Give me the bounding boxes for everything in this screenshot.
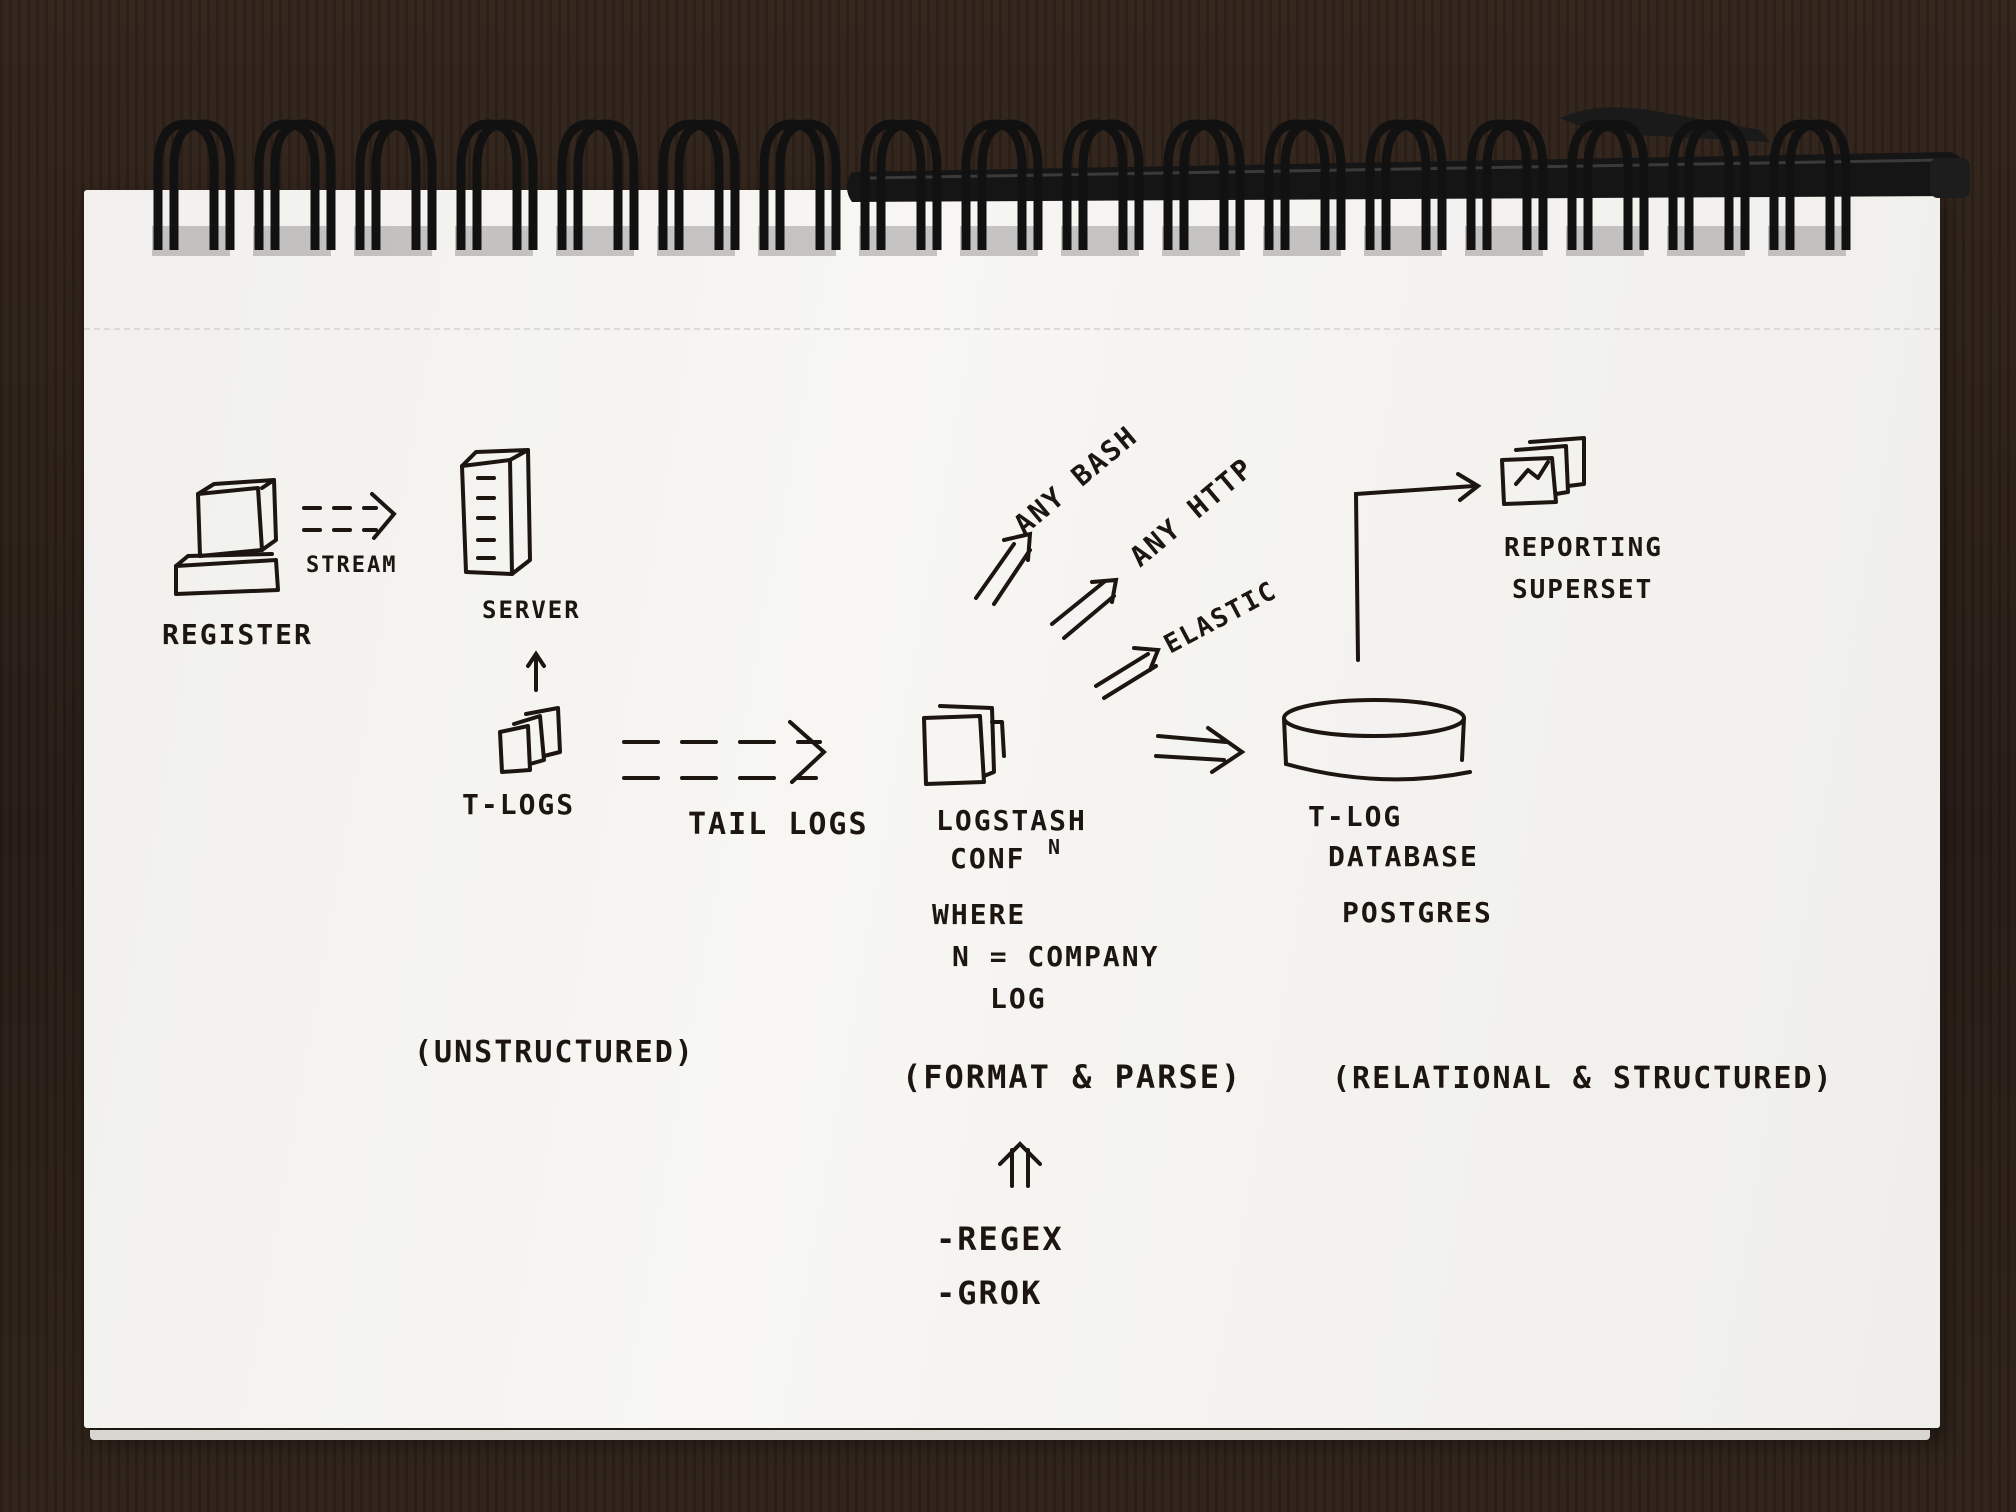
page-stack-edge: [90, 1430, 1930, 1440]
any-http-label: ANY HTTP: [1123, 451, 1260, 573]
spiral-coil: [1364, 119, 1447, 256]
spiral-coil: [1162, 119, 1245, 256]
any-bash-label: ANY BASH: [1007, 419, 1144, 541]
spiral-coil: [556, 119, 639, 256]
server-label: SERVER: [482, 596, 581, 624]
spiral-coil: [859, 119, 942, 256]
spiral-coil: [455, 119, 538, 256]
tail-logs-label: TAIL LOGS: [688, 807, 869, 842]
superset-label: SUPERSET: [1512, 575, 1653, 605]
register-label: REGISTER: [162, 618, 313, 651]
tail-logs-arrow: [622, 720, 827, 784]
spiral-coil: [960, 119, 1043, 256]
spiral-coil: [354, 119, 437, 256]
perforation-line: [84, 328, 1940, 330]
logstash-label: LOGSTASH: [936, 804, 1087, 837]
notebook-page: [84, 190, 1940, 1428]
spiral-coil: [1667, 119, 1750, 256]
logstash-conf-label: CONF: [950, 842, 1025, 875]
spiral-coil: [1566, 119, 1649, 256]
reporting-chart-icon: [1500, 436, 1586, 506]
elastic-label: ELASTIC: [1159, 576, 1282, 661]
postgres-label: POSTGRES: [1342, 896, 1493, 929]
regex-label: -REGEX: [936, 1220, 1064, 1258]
t-logs-icon: [498, 706, 562, 774]
up-arrow: [526, 650, 546, 692]
reporting-label: REPORTING: [1504, 533, 1663, 563]
database-icon: [1282, 698, 1472, 782]
spiral-coil: [1465, 119, 1548, 256]
server-icon: [460, 448, 532, 576]
spiral-coil: [1263, 119, 1346, 256]
regex-up-arrow: [998, 1141, 1042, 1188]
spiral-coil: [758, 119, 841, 256]
grok-label: -GROK: [936, 1274, 1042, 1312]
format-parse-label: (FORMAT & PARSE): [902, 1058, 1242, 1096]
db-to-reporting-arrow: [1353, 472, 1482, 662]
logstash-icon: [922, 704, 1006, 786]
n-equals-label: N = COMPANY: [952, 940, 1159, 973]
spiral-coil: [1768, 119, 1851, 256]
output-arrows: [974, 531, 1161, 700]
spiral-coil: [1061, 119, 1144, 256]
relational-structured-label: (RELATIONAL & STRUCTURED): [1332, 1061, 1834, 1096]
stream-label: STREAM: [306, 553, 397, 578]
spiral-coil: [253, 119, 336, 256]
spiral-coil: [657, 119, 740, 256]
where-label: WHERE: [932, 898, 1026, 931]
tlog-db-label: T-LOG: [1308, 800, 1402, 833]
logstash-to-db-arrow: [1154, 726, 1246, 774]
register-icon: [174, 478, 280, 596]
unstructured-label: (UNSTRUCTURED): [414, 1035, 695, 1070]
database-label: DATABASE: [1328, 840, 1479, 873]
stream-arrow: [302, 492, 397, 540]
spiral-binding: [152, 119, 1851, 256]
logstash-superscript: N: [1048, 835, 1062, 859]
spiral-coil: [152, 119, 235, 256]
t-logs-label: T-LOGS: [462, 788, 575, 821]
log-label: LOG: [990, 982, 1047, 1015]
